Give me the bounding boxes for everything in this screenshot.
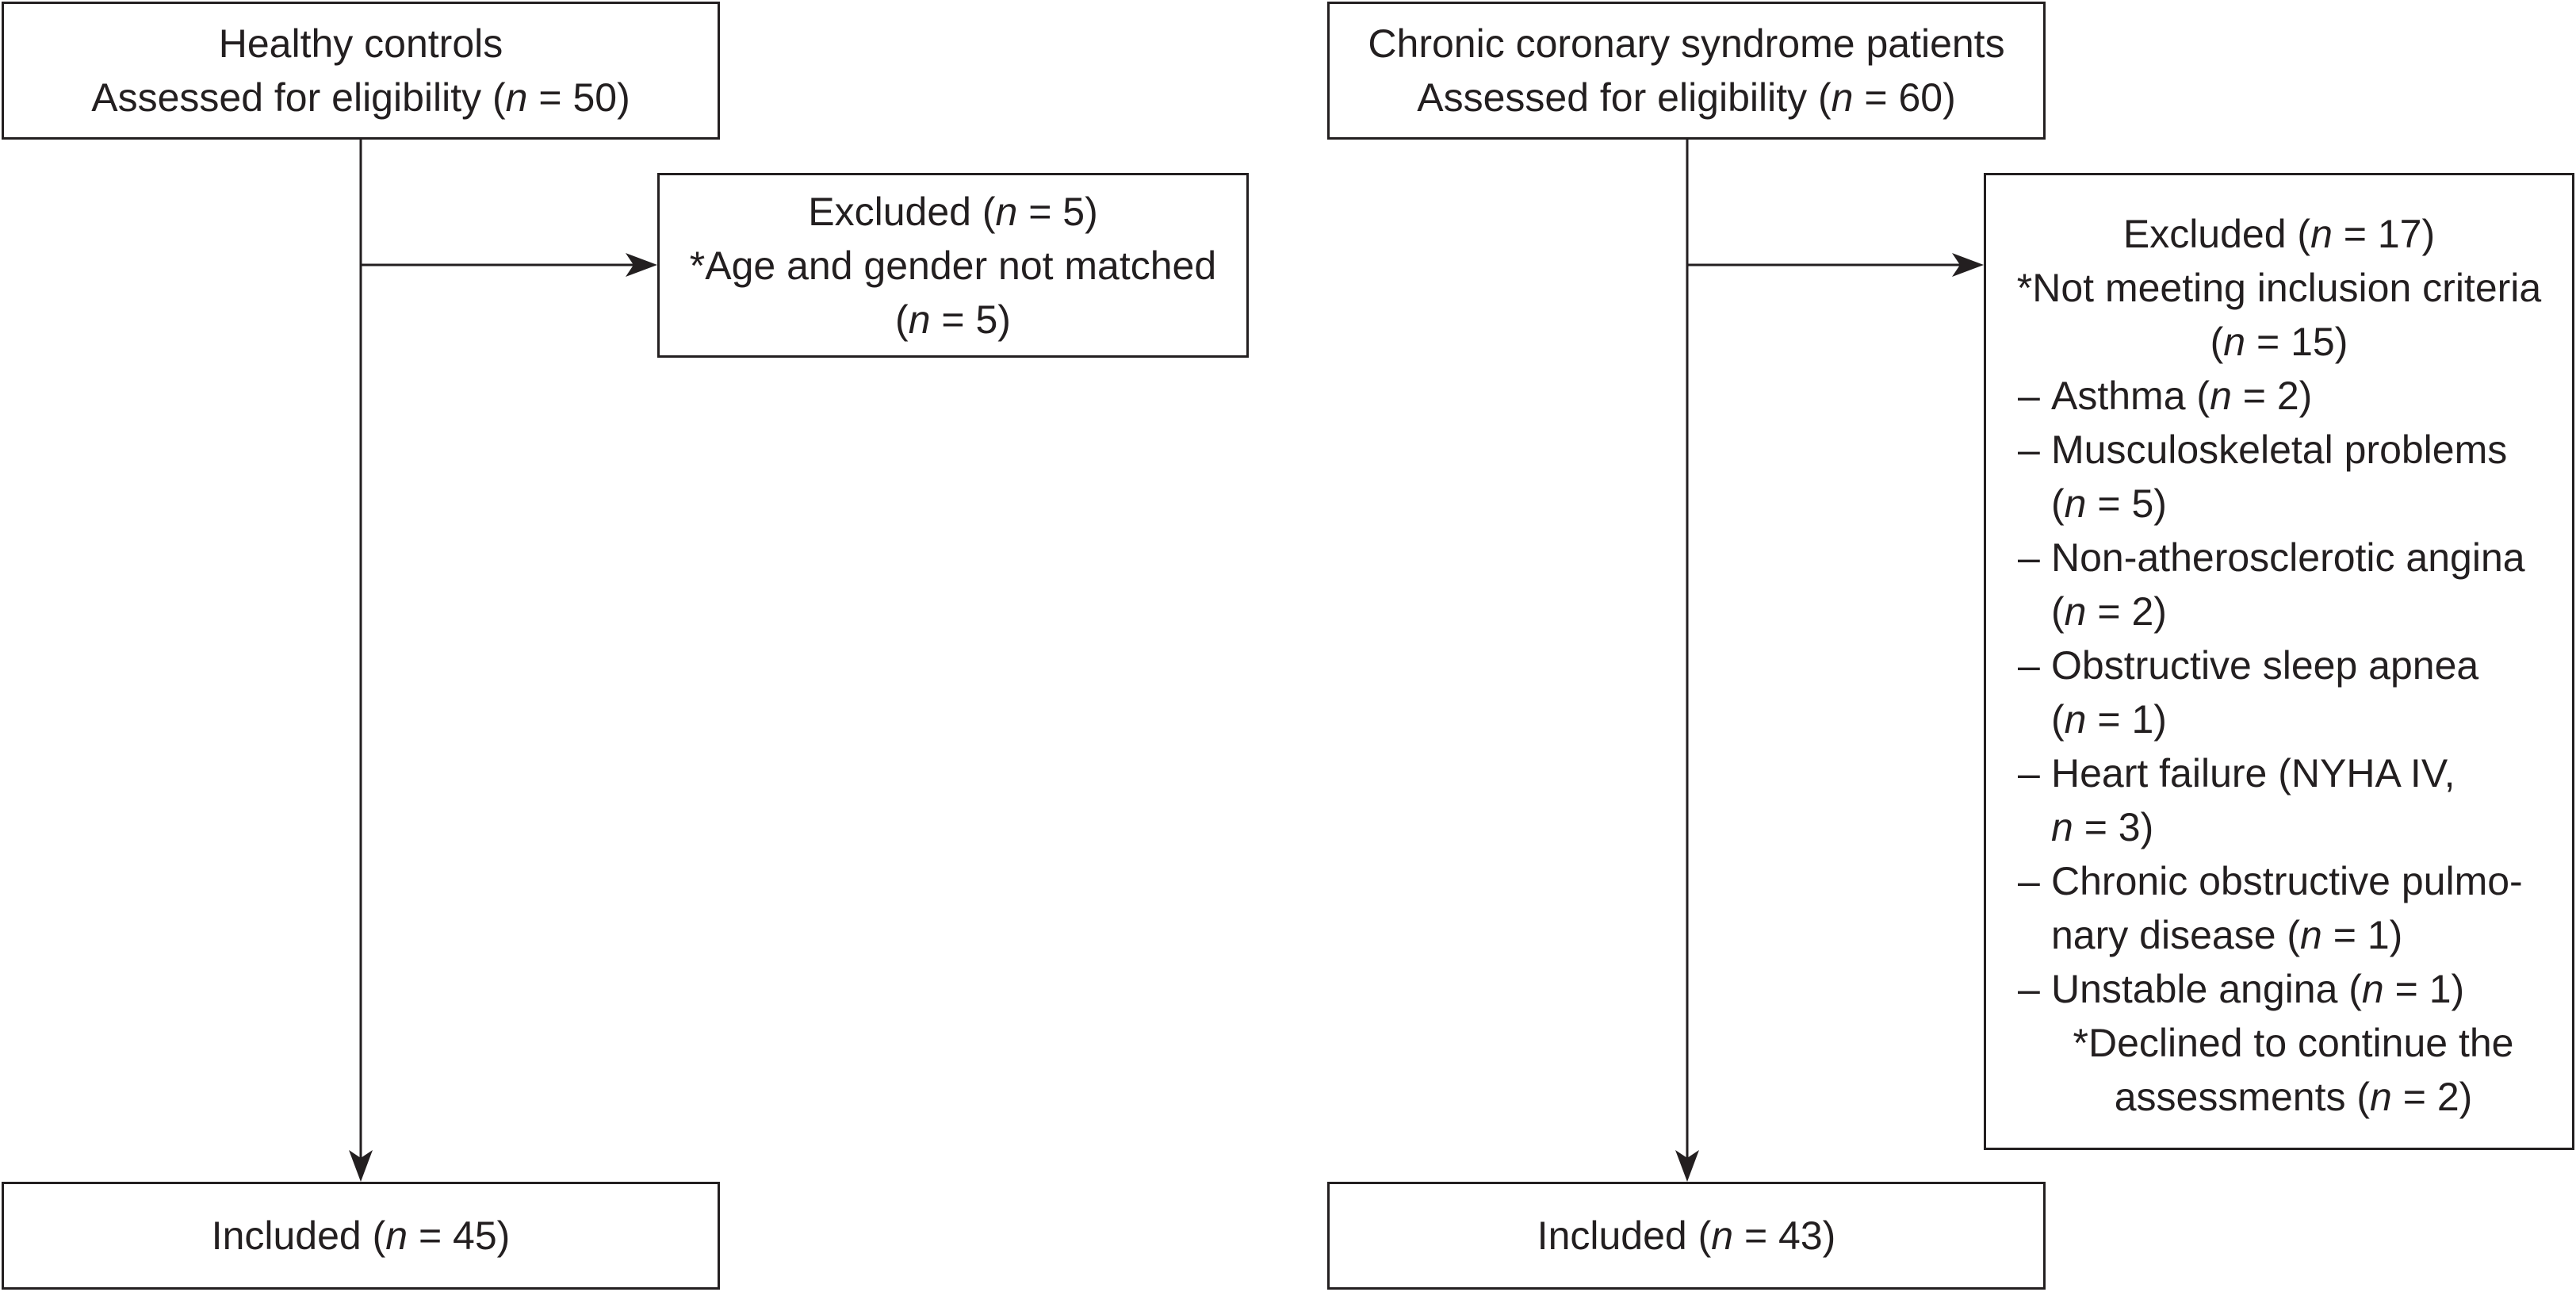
ccs-patients-title: Chronic coronary syndrome patients (1368, 21, 2005, 66)
exclusion-item-non-atherosclerotic-angina: –Non-atherosclerotic angina (n = 2) (2018, 535, 2525, 634)
ccs-excluded-criteria-count: (n = 15) (2210, 320, 2348, 364)
ccs-excluded-criteria-heading: *Not meeting inclusion criteria (2016, 266, 2542, 310)
exclusion-declined-note: *Declined to continue the assessments (n… (2073, 1021, 2514, 1119)
ccs-patients-included-box: Included (n = 43) (1327, 1182, 2046, 1290)
ccs-patients-excluded-box: Excluded (n = 17) *Not meeting inclusion… (1984, 173, 2574, 1150)
ccs-exclusion-arrowhead (1952, 253, 1984, 277)
hc-exclusion-arrowhead (626, 253, 657, 277)
healthy-controls-included-box: Included (n = 45) (2, 1182, 720, 1290)
healthy-controls-included-count: Included (n = 45) (211, 1213, 511, 1258)
ccs-patients-included-count: Included (n = 43) (1537, 1213, 1836, 1258)
ccs-inclusion-arrowhead (1675, 1150, 1699, 1182)
exclusion-item-musculoskeletal: –Musculoskeletal problems (n = 5) (2018, 427, 2508, 526)
healthy-controls-assessed-box: Healthy controls Assessed for eligibilit… (2, 2, 720, 140)
ccs-excluded-title: Excluded (n = 17) (2122, 212, 2436, 256)
exclusion-item-sleep-apnea: –Obstructive sleep apnea (n = 1) (2018, 643, 2479, 742)
ccs-patients-assessed-count: Assessed for eligibility (n = 60) (1417, 75, 1956, 120)
hc-inclusion-arrowhead (349, 1150, 373, 1182)
exclusion-item-asthma: –Asthma (n = 2) (2018, 374, 2313, 418)
healthy-controls-excluded-box: Excluded (n = 5) *Age and gender not mat… (657, 173, 1249, 358)
healthy-controls-title: Healthy controls (218, 21, 503, 66)
healthy-controls-excluded-reason: *Age and gender not matched (689, 243, 1217, 288)
exclusion-item-unstable-angina: –Unstable angina (n = 1) (2018, 967, 2465, 1011)
healthy-controls-excluded-title: Excluded (n = 5) (808, 189, 1098, 234)
ccs-patients-assessed-box: Chronic coronary syndrome patients Asses… (1327, 2, 2046, 140)
exclusion-item-heart-failure: –Heart failure (NYHA IV, n = 3) (2018, 751, 2455, 849)
exclusion-item-copd: –Chronic obstructive pulmo- nary disease… (2018, 859, 2523, 957)
healthy-controls-assessed-count: Assessed for eligibility (n = 50) (91, 75, 630, 120)
healthy-controls-excluded-reason-count: (n = 5) (895, 297, 1011, 342)
